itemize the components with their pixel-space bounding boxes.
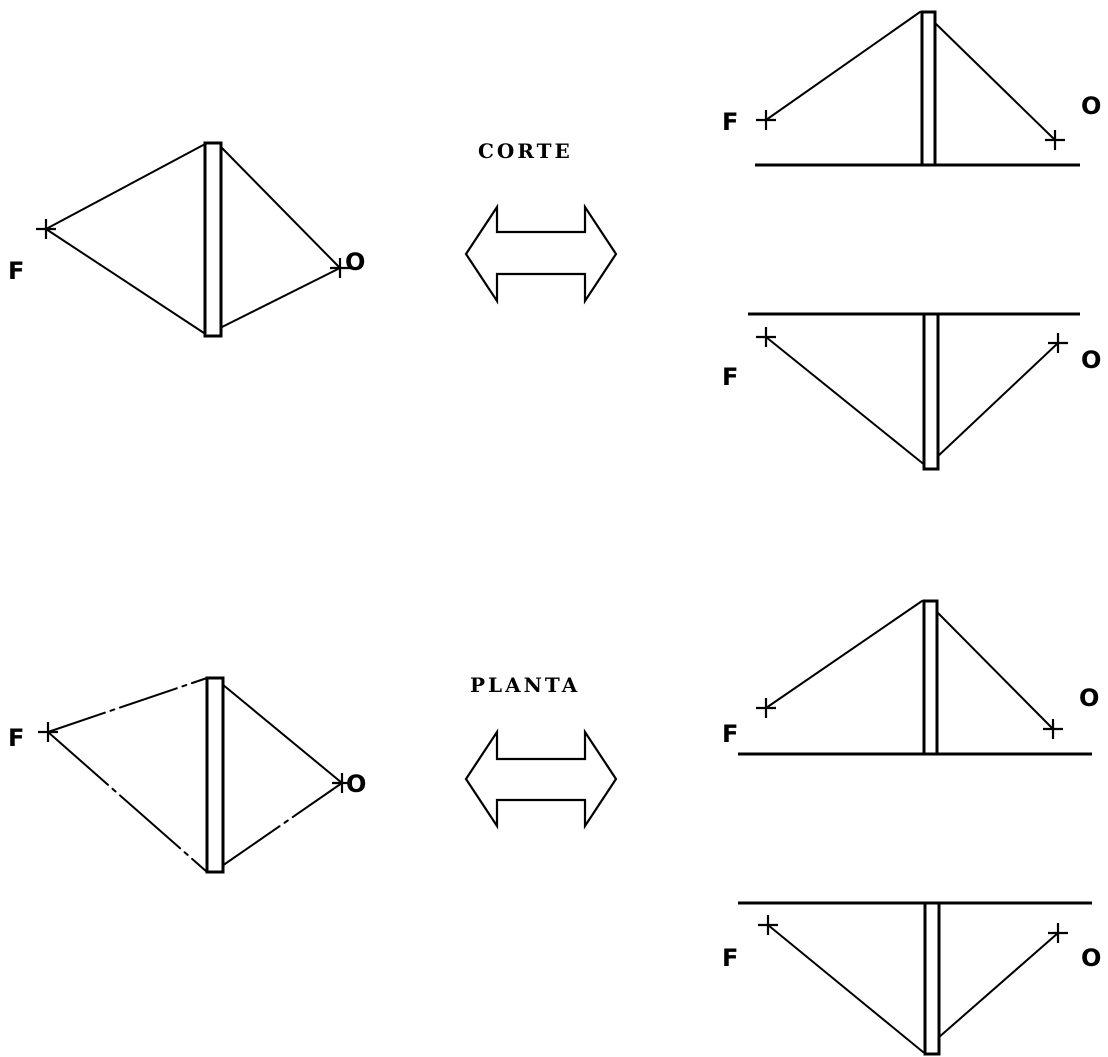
ray-source-to-bottom	[767, 924, 924, 1053]
planta-under-bottom-diagram: F O	[722, 901, 1101, 1056]
ray-top-to-observer	[933, 21, 1056, 141]
ray-bottom-to-observer	[221, 782, 343, 867]
corte-over-top-diagram: F O	[722, 10, 1101, 167]
barrier	[920, 10, 937, 167]
ray-bottom-to-observer	[221, 267, 341, 328]
ray-bottom-to-observer	[935, 342, 1059, 459]
observer-label: O	[345, 248, 365, 276]
barrier	[205, 676, 225, 874]
ray-top-to-observer	[221, 683, 343, 784]
corte-combined-diagram: F O	[8, 141, 365, 338]
observer-point-marker	[330, 258, 350, 278]
source-point-marker	[756, 698, 776, 718]
observer-label: O	[1079, 684, 1099, 712]
observer-label: O	[346, 770, 366, 798]
source-label: F	[722, 108, 738, 136]
corte-under-bottom-diagram: F O	[722, 312, 1101, 471]
observer-point-marker	[332, 773, 352, 793]
ray-source-to-bottom	[45, 228, 208, 336]
double-arrow-icon	[464, 203, 618, 305]
observer-point-marker	[1048, 923, 1068, 943]
ray-source-to-top	[45, 142, 208, 230]
source-label: F	[8, 724, 24, 752]
ray-bottom-to-observer	[937, 932, 1059, 1039]
ray-source-to-bottom	[765, 336, 927, 467]
section-title-planta: PLANTA	[470, 673, 580, 697]
source-point-marker	[756, 110, 776, 130]
source-point-marker	[756, 327, 776, 347]
barrier	[203, 141, 223, 338]
observer-point-marker	[1043, 719, 1063, 739]
source-label: F	[722, 363, 738, 391]
source-label: F	[722, 944, 738, 972]
source-point-marker	[758, 915, 778, 935]
barrier	[922, 312, 940, 471]
source-point-marker	[36, 219, 56, 239]
source-point-marker	[38, 722, 58, 742]
ray-source-to-top	[765, 11, 921, 121]
observer-label: O	[1081, 92, 1101, 120]
ray-source-to-bottom	[47, 731, 208, 873]
observer-label: O	[1081, 346, 1101, 374]
ray-source-to-top	[47, 677, 208, 733]
ray-top-to-observer	[936, 611, 1054, 730]
source-label: F	[8, 257, 24, 285]
observer-point-marker	[1048, 333, 1068, 353]
double-arrow-icon	[464, 728, 618, 830]
section-title-corte: CORTE	[478, 139, 573, 163]
barrier	[923, 901, 941, 1056]
observer-point-marker	[1045, 130, 1065, 150]
planta-combined-diagram: F O	[8, 676, 366, 874]
source-label: F	[722, 720, 738, 748]
ray-source-to-top	[765, 600, 923, 709]
ray-top-to-observer	[221, 147, 341, 269]
observer-label: O	[1081, 944, 1101, 972]
planta-over-top-diagram: F O	[722, 599, 1099, 756]
barrier	[922, 599, 939, 756]
